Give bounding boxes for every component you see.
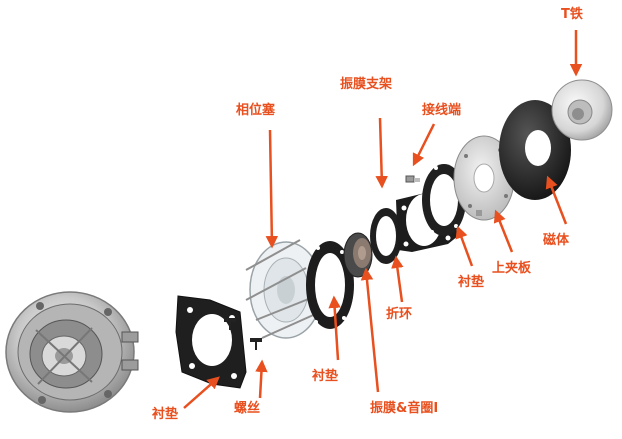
screws-part: [224, 318, 262, 350]
label-diaphragm-coil: 振膜&音圈I: [370, 401, 439, 416]
arrow-phase-plug: [265, 129, 279, 249]
callout-arrows: [183, 30, 583, 409]
label-terminal: 接线端: [422, 103, 462, 118]
arrow-magnet: [545, 175, 568, 225]
label-surround: 折环: [386, 307, 413, 322]
upper-plate-part: [453, 135, 515, 221]
t-iron-part: [551, 79, 613, 141]
label-screw: 螺丝: [234, 401, 261, 416]
label-upper-plate: 上夹板: [492, 261, 532, 276]
assembled-tweeter: [5, 291, 139, 413]
arrow-surround: [391, 255, 404, 303]
surround-part: [370, 208, 402, 264]
arrow-diaphragm-coil: [360, 267, 380, 393]
arrow-terminal: [412, 123, 436, 167]
label-phase-plug: 相位塞: [236, 103, 276, 118]
magnet-part: [499, 100, 571, 200]
diaphragm-coil-part: [343, 232, 373, 278]
arrow-gasket-right: [455, 225, 474, 267]
label-gasket-mid: 衬垫: [312, 369, 339, 384]
terminal-part: [405, 175, 420, 183]
arrow-gasket-mid: [328, 295, 341, 361]
label-gasket-right: 衬垫: [458, 275, 485, 290]
arrow-gasket-left: [183, 376, 220, 409]
gasket-mid-part: [306, 241, 354, 329]
label-gasket-left: 衬垫: [152, 407, 179, 422]
arrow-screw: [255, 359, 268, 399]
arrow-diaphragm-bracket: [375, 117, 388, 189]
label-t-iron: T铁: [561, 7, 583, 22]
phase-plug-part: [245, 239, 323, 339]
label-magnet: 磁体: [543, 233, 570, 248]
label-diaphragm-bracket: 振膜支架: [340, 77, 393, 92]
gasket-left-part: [175, 295, 247, 389]
arrow-upper-plate: [493, 209, 514, 253]
